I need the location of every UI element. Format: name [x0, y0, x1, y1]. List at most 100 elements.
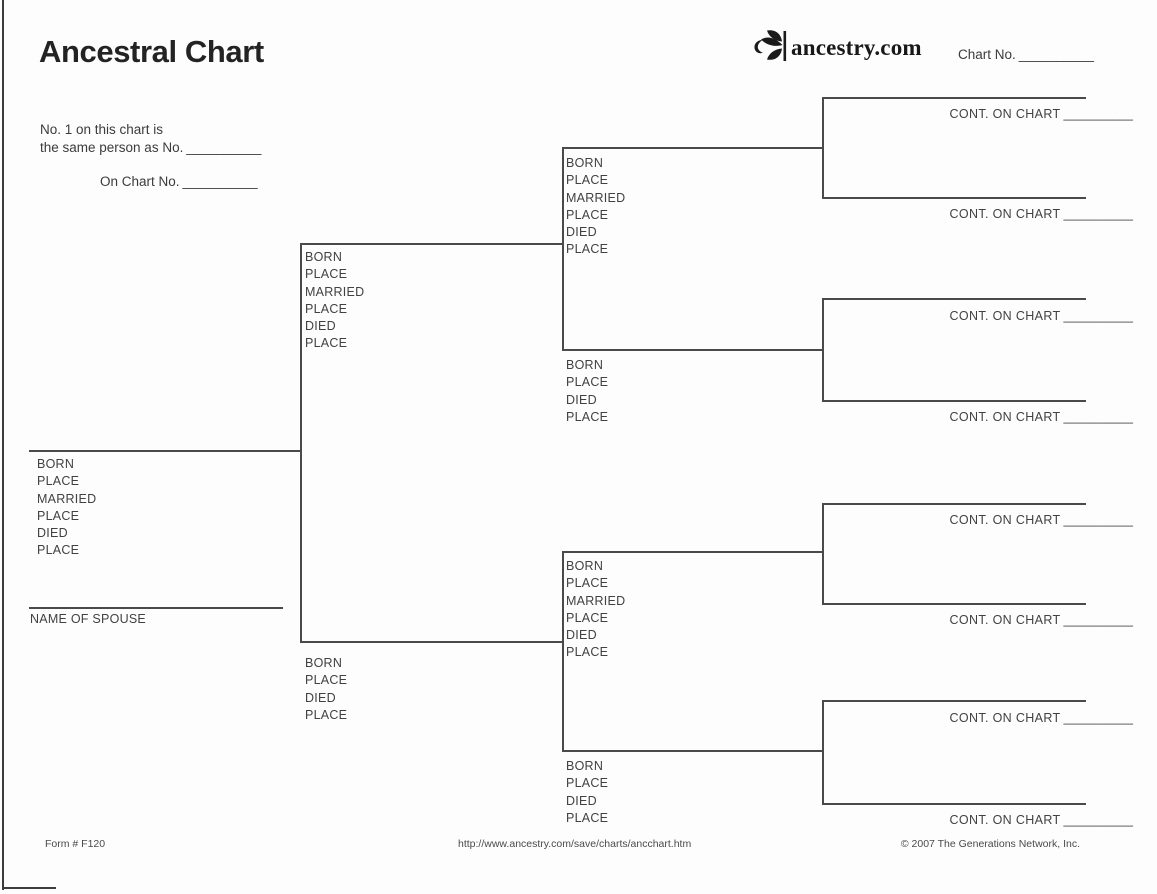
person-3-field-labels: BORN PLACE DIED PLACE: [305, 655, 347, 724]
person-9-name-line[interactable]: [822, 197, 1086, 199]
field-label-place: PLACE: [566, 810, 609, 825]
info-line-2: the same person as No.__________: [40, 139, 261, 157]
spouse-name-line[interactable]: [29, 607, 283, 609]
field-label-place: PLACE: [37, 474, 80, 489]
connector-gen4-pair-1: [822, 97, 824, 199]
ancestry-logo: ancestry.com: [752, 28, 922, 69]
person-2-field-labels: BORN PLACE MARRIED PLACE DIED PLACE: [305, 249, 364, 353]
cont-chart-number-field[interactable]: __________: [1063, 410, 1133, 424]
on-chart-no-label: On Chart No.: [100, 174, 180, 189]
info-line-3: On Chart No.__________: [100, 174, 258, 189]
footer-url: http://www.ancestry.com/save/charts/ancc…: [458, 838, 692, 850]
person-15-name-line[interactable]: [822, 803, 1086, 805]
cont-chart-number-field[interactable]: __________: [1063, 309, 1133, 323]
person-6-name-line[interactable]: [562, 551, 823, 553]
field-label-place: PLACE: [566, 776, 609, 791]
field-label-married: MARRIED: [37, 491, 97, 506]
field-label-married: MARRIED: [566, 593, 626, 608]
field-label-born: BORN: [566, 358, 604, 372]
field-label-place: PLACE: [566, 610, 609, 625]
on-chart-no-field[interactable]: __________: [182, 174, 258, 189]
field-label-place: PLACE: [566, 576, 609, 591]
chart-no-field[interactable]: __________: [1018, 47, 1094, 62]
field-label-place: PLACE: [566, 645, 609, 660]
info-block: No. 1 on this chart is the same person a…: [40, 121, 261, 157]
field-label-place: PLACE: [566, 375, 609, 390]
field-label-born: BORN: [305, 250, 343, 264]
field-label-died: DIED: [566, 628, 597, 643]
connector-gen4-pair-4: [822, 700, 824, 805]
cont-on-chart-row-3: CONT. ON CHART__________: [950, 309, 1133, 323]
footer-copyright: © 2007 The Generations Network, Inc.: [900, 838, 1080, 850]
person-10-name-line[interactable]: [822, 298, 1086, 300]
person-11-name-line[interactable]: [822, 400, 1086, 402]
cont-label: CONT. ON CHART: [949, 107, 1061, 121]
field-label-place: PLACE: [305, 336, 348, 351]
connector-gen3-paternal: [562, 147, 564, 351]
field-label-born: BORN: [566, 156, 604, 170]
person-3-name-line[interactable]: [300, 641, 563, 643]
person-1-name-line[interactable]: [29, 450, 301, 452]
cont-label: CONT. ON CHART: [949, 813, 1061, 827]
field-label-place: PLACE: [305, 301, 348, 316]
same-person-no-field[interactable]: __________: [186, 140, 262, 155]
field-label-place: PLACE: [566, 173, 609, 188]
person-8-name-line[interactable]: [822, 97, 1086, 99]
field-label-born: BORN: [566, 559, 604, 573]
cont-on-chart-row-6: CONT. ON CHART__________: [950, 613, 1133, 627]
page-left-edge-line: [2, 0, 4, 890]
field-label-place: PLACE: [566, 207, 609, 222]
person-7-name-line[interactable]: [562, 750, 823, 752]
field-label-born: BORN: [566, 759, 604, 773]
field-label-married: MARRIED: [566, 190, 626, 205]
cont-chart-number-field[interactable]: __________: [1063, 107, 1133, 121]
spouse-label: NAME OF SPOUSE: [30, 612, 147, 626]
cont-label: CONT. ON CHART: [949, 410, 1061, 424]
connector-gen4-pair-2: [822, 298, 824, 402]
info-line-1: No. 1 on this chart is: [40, 122, 164, 137]
field-label-died: DIED: [305, 690, 336, 705]
person-12-name-line[interactable]: [822, 503, 1086, 505]
page-bottom-edge-line: [2, 887, 56, 889]
cont-chart-number-field[interactable]: __________: [1063, 613, 1133, 627]
field-label-place: PLACE: [305, 673, 348, 688]
connector-gen4-pair-3: [822, 503, 824, 605]
field-label-place: PLACE: [305, 707, 348, 722]
person-4-field-labels: BORN PLACE MARRIED PLACE DIED PLACE: [566, 155, 625, 259]
field-label-died: DIED: [305, 319, 336, 334]
field-label-died: DIED: [566, 392, 597, 407]
cont-on-chart-row-1: CONT. ON CHART__________: [950, 107, 1133, 121]
cont-label: CONT. ON CHART: [949, 309, 1061, 323]
cont-on-chart-row-2: CONT. ON CHART__________: [950, 207, 1133, 221]
person-14-name-line[interactable]: [822, 700, 1086, 702]
field-label-place: PLACE: [37, 543, 80, 558]
person-4-name-line[interactable]: [562, 147, 823, 149]
cont-chart-number-field[interactable]: __________: [1063, 711, 1133, 725]
ancestry-leaf-icon: [752, 28, 790, 69]
connector-gen2: [300, 243, 302, 643]
person-13-name-line[interactable]: [822, 603, 1086, 605]
cont-on-chart-row-7: CONT. ON CHART__________: [950, 711, 1133, 725]
cont-label: CONT. ON CHART: [949, 207, 1061, 221]
person-1-field-labels: BORN PLACE MARRIED PLACE DIED PLACE: [37, 456, 96, 560]
field-label-place: PLACE: [37, 508, 80, 523]
field-label-place: PLACE: [566, 409, 609, 424]
person-2-name-line[interactable]: [300, 243, 563, 245]
person-5-field-labels: BORN PLACE DIED PLACE: [566, 357, 608, 426]
cont-on-chart-row-5: CONT. ON CHART__________: [950, 513, 1133, 527]
cont-chart-number-field[interactable]: __________: [1063, 513, 1133, 527]
chart-no-label: Chart No.: [958, 47, 1016, 62]
field-label-born: BORN: [305, 656, 343, 670]
field-label-place: PLACE: [305, 267, 348, 282]
field-label-born: BORN: [37, 457, 75, 471]
cont-chart-number-field[interactable]: __________: [1063, 207, 1133, 221]
cont-chart-number-field[interactable]: __________: [1063, 813, 1133, 827]
ancestry-logo-text: ancestry.com: [791, 35, 922, 60]
person-7-field-labels: BORN PLACE DIED PLACE: [566, 758, 608, 827]
person-5-name-line[interactable]: [562, 349, 823, 351]
form-number: Form # F120: [45, 838, 106, 850]
field-label-died: DIED: [566, 225, 597, 240]
info-line-2-label: the same person as No.: [40, 140, 184, 155]
cont-label: CONT. ON CHART: [949, 711, 1061, 725]
